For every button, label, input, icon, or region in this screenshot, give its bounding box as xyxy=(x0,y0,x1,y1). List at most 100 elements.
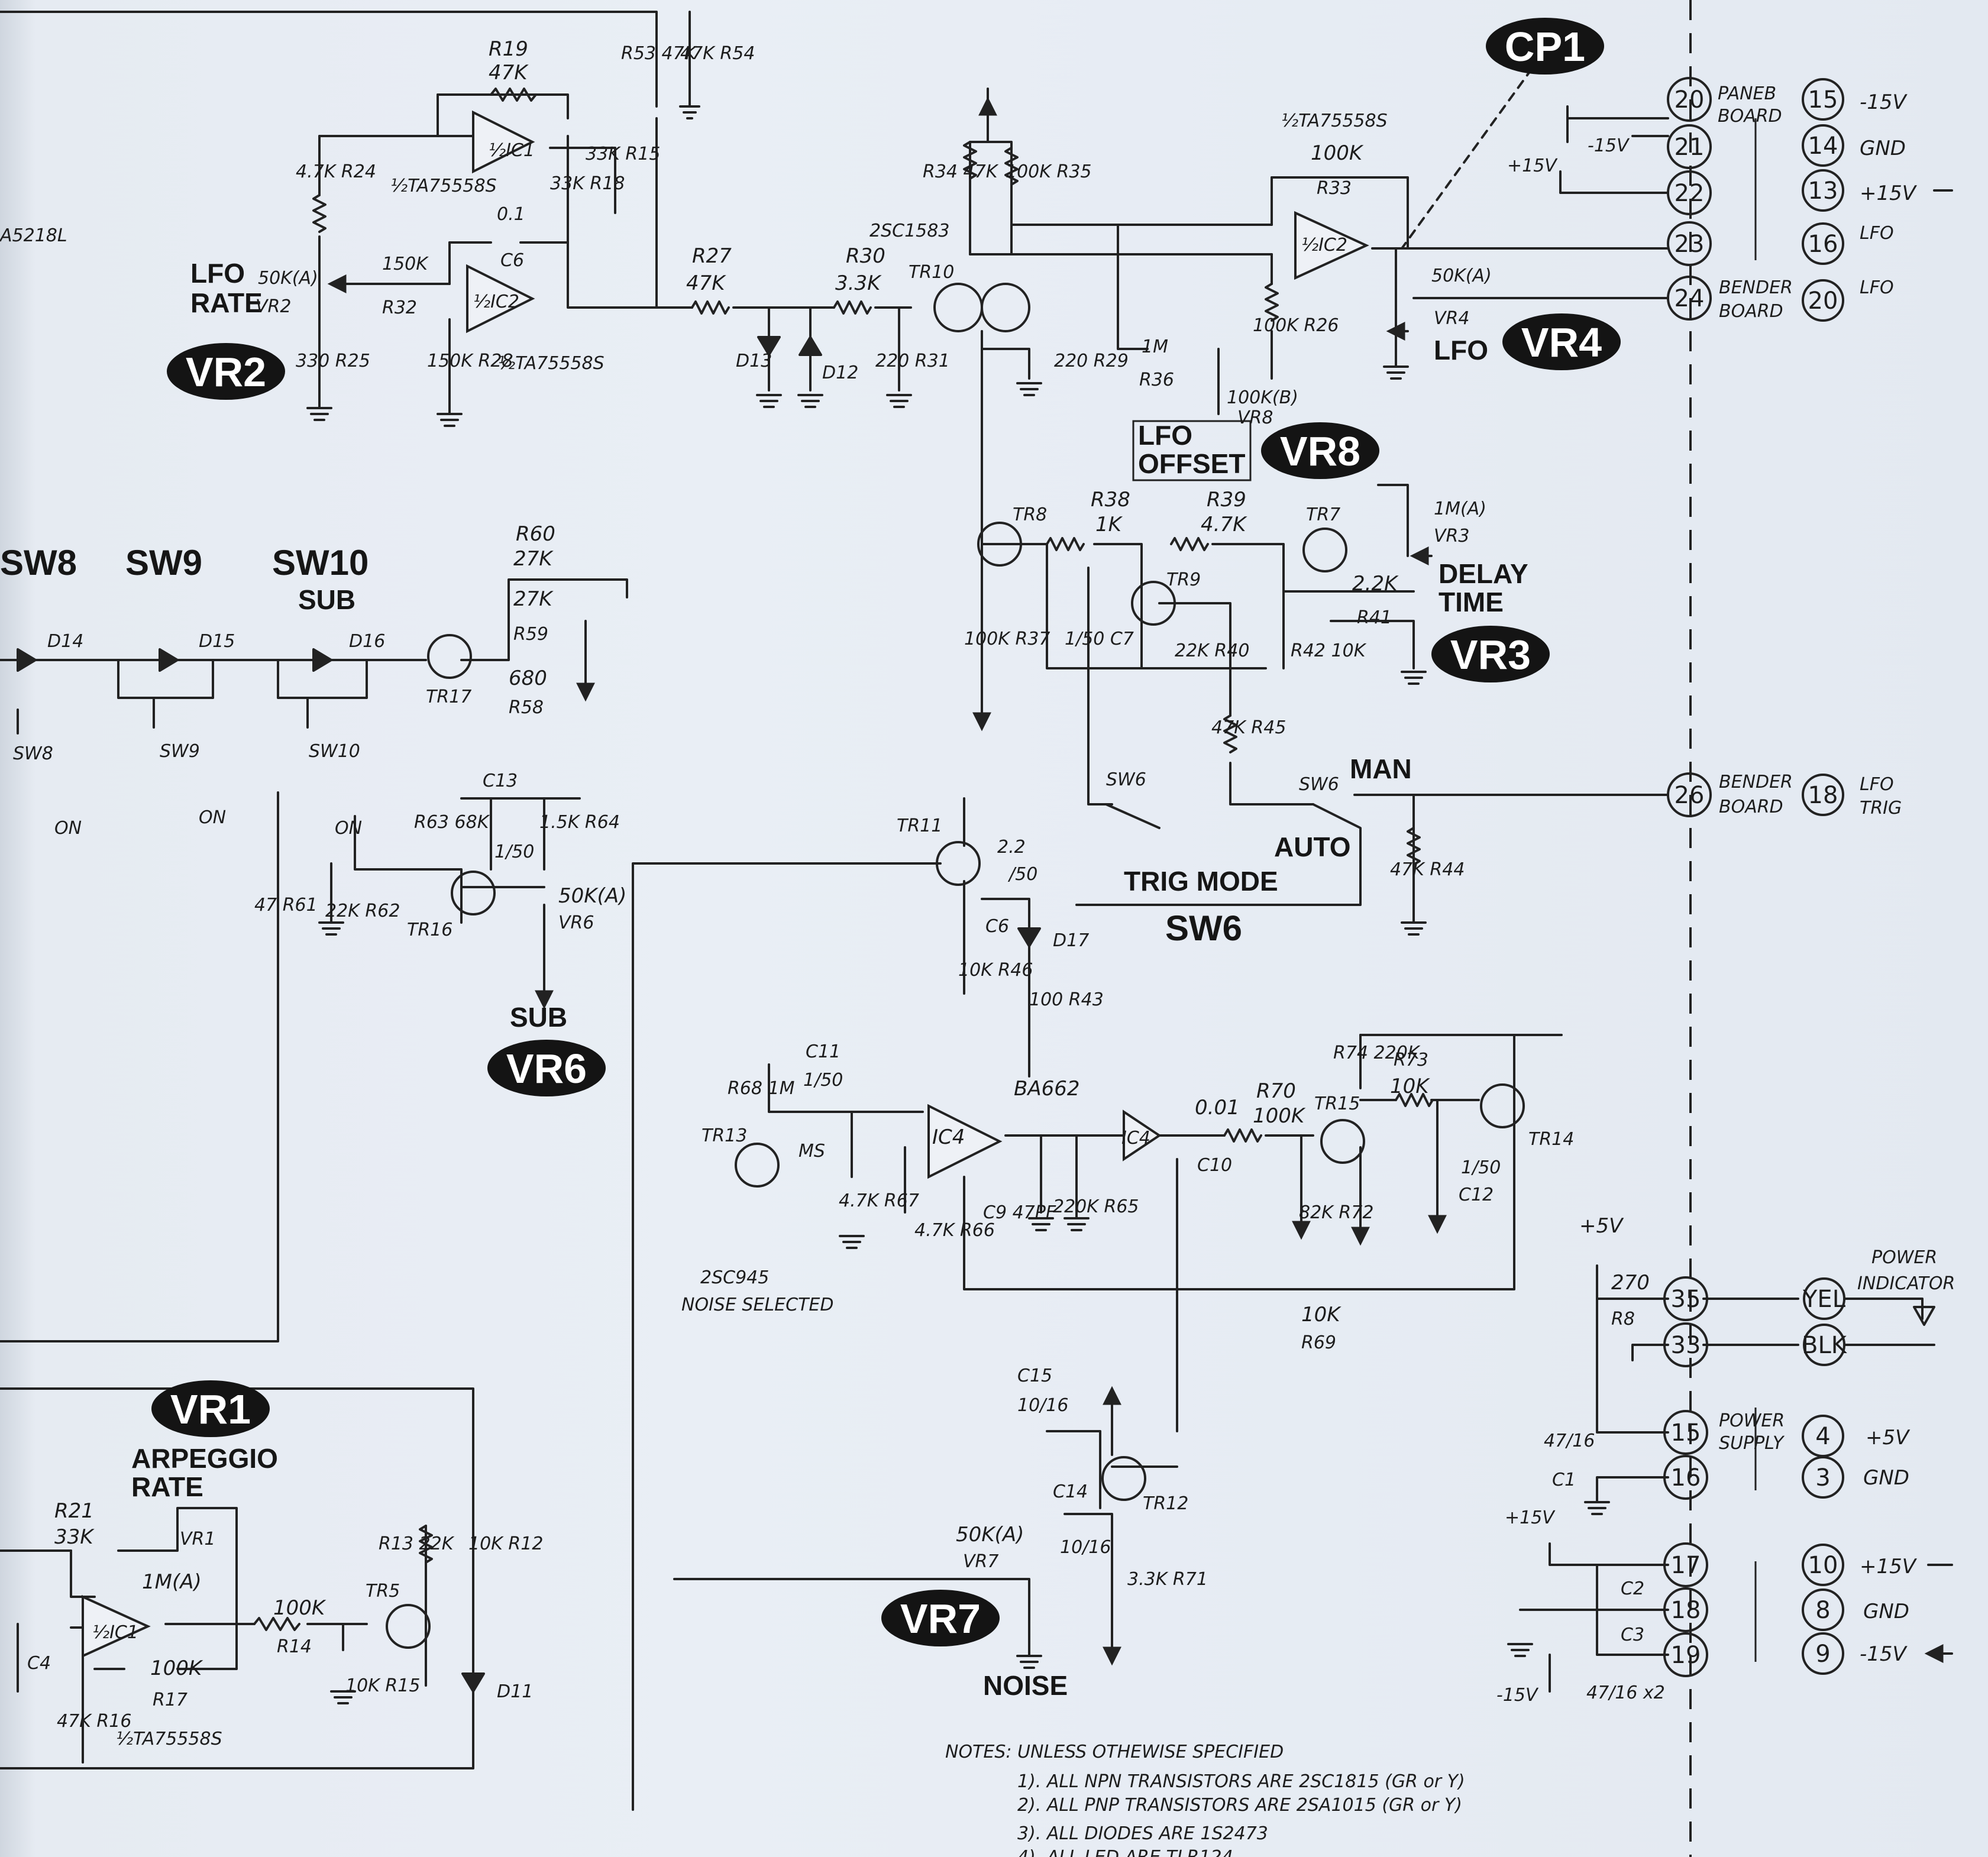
label-r36: 1M xyxy=(1142,337,1168,357)
label-r58n: R58 xyxy=(509,697,544,718)
callout-vr6-bubble xyxy=(487,1040,606,1096)
pin-s14: 14 xyxy=(1808,132,1838,160)
label-r8n: R8 xyxy=(1611,1309,1635,1329)
label-c1n: C1 xyxy=(1552,1470,1576,1490)
label-ic1a: ½IC1 xyxy=(489,140,535,161)
label-c12n: C12 xyxy=(1459,1185,1494,1205)
pin-s15: 15 xyxy=(1808,86,1838,114)
pin-p22: 22 xyxy=(1675,180,1705,207)
pin-p22-ring xyxy=(1667,170,1712,215)
label-tr14: TR14 xyxy=(1528,1129,1574,1150)
label-sub-sw10: SUB xyxy=(298,584,355,615)
label-r17: 100K xyxy=(150,1657,203,1680)
label-vr3n: VR3 xyxy=(1434,526,1469,546)
label-lfo-rate-1: LFO xyxy=(190,258,245,289)
label-r63: R63 68K xyxy=(414,812,490,833)
label-c6an: C6 xyxy=(500,250,524,271)
pin-s15-ring xyxy=(1802,78,1844,121)
label-c4: C4 xyxy=(27,1653,51,1674)
label-ic2b-ta: ½TA75558S xyxy=(1281,111,1388,131)
callout-vr8-bubble xyxy=(1261,422,1379,479)
callout-vr6: VR6 xyxy=(506,1046,587,1092)
label-c14v: 10/16 xyxy=(1060,1537,1111,1558)
label-on-8: ON xyxy=(54,818,82,839)
label-on-10: ON xyxy=(335,818,362,839)
label-c3: C3 xyxy=(1621,1625,1644,1645)
label-r60: R60 xyxy=(516,522,555,546)
label-tr13-t: 2SC945 xyxy=(700,1267,769,1288)
label-r15: 33K R15 xyxy=(586,144,660,164)
label-d14: D14 xyxy=(47,631,83,652)
label-r74: R74 220K xyxy=(1333,1043,1421,1063)
label-r37: 100K R37 xyxy=(964,629,1050,649)
label-s-18: LFO xyxy=(1860,774,1894,795)
label-tr8: TR8 xyxy=(1013,504,1047,525)
label-r34: R34 47K xyxy=(923,161,999,182)
label-noise: NOISE xyxy=(983,1670,1068,1701)
label-r12: 10K R12 xyxy=(468,1534,543,1554)
label-r33n: R33 xyxy=(1317,178,1352,199)
label-r59: 27K xyxy=(513,587,554,611)
callout-vr7-bubble xyxy=(881,1590,1000,1646)
pin-s10: 10 xyxy=(1808,1552,1838,1579)
label-ic2-ta: ½TA75558S xyxy=(498,353,605,374)
label-psu-1: POWER xyxy=(1719,1410,1785,1431)
pin-s8: 8 xyxy=(1815,1597,1830,1624)
label-r53: R53 47K xyxy=(621,43,697,64)
callout-vr8: VR8 xyxy=(1280,428,1360,474)
callout-cp1: CP1 xyxy=(1505,24,1585,70)
pin-p21-ring xyxy=(1667,124,1712,169)
label-vr7n: VR7 xyxy=(963,1551,998,1572)
label-r64: 1.5K R64 xyxy=(539,812,620,833)
label-p5v: +5V xyxy=(1579,1214,1624,1238)
label-d12: D12 xyxy=(822,363,858,383)
label-r27: R27 xyxy=(692,244,732,268)
label-r60v: 27K xyxy=(513,547,554,571)
pin-s3: 3 xyxy=(1815,1464,1830,1492)
label-d16: D16 xyxy=(349,631,385,652)
component-symbols xyxy=(17,88,1935,1704)
label-vr2v: 50K(A) xyxy=(258,268,318,289)
label-sw9: SW9 xyxy=(125,543,202,583)
label-d17: D17 xyxy=(1053,930,1089,951)
label-r17n: R17 xyxy=(153,1690,188,1710)
label-r73v: 10K xyxy=(1390,1075,1430,1098)
pin-s16: 16 xyxy=(1808,231,1838,258)
label-r38v: 1K xyxy=(1095,513,1123,536)
label-vr1n: VR1 xyxy=(180,1529,215,1549)
label-sw10: SW10 xyxy=(272,543,368,583)
label-tr17: TR17 xyxy=(426,687,471,707)
label-r19: R19 xyxy=(489,37,528,61)
label-s-15m: -15V xyxy=(1860,90,1908,114)
connector-pins: 2021222324263533151617181915141316201843… xyxy=(1663,77,1848,1677)
label-r59n: R59 xyxy=(513,624,548,645)
label-r69: 10K xyxy=(1301,1303,1342,1327)
label-m15v: -15V xyxy=(1588,135,1630,156)
pin-p24-ring xyxy=(1667,276,1712,321)
label-tr10: TR10 xyxy=(909,262,954,283)
label-r29: 220 R29 xyxy=(1054,351,1129,371)
label-ic1b: ½IC1 xyxy=(92,1622,138,1643)
label-tr5: TR5 xyxy=(366,1581,400,1602)
label-sub-vr6: SUB xyxy=(510,1002,567,1033)
label-c2: C2 xyxy=(1621,1578,1644,1599)
label-s-14: GND xyxy=(1860,137,1906,160)
label-vr4n: VR4 xyxy=(1434,308,1469,329)
pin-yel: YEL xyxy=(1802,1286,1846,1313)
label-c7: 1/50 C7 xyxy=(1065,629,1134,649)
label-vr8v: 100K(B) xyxy=(1227,387,1298,408)
label-r42: R42 10K xyxy=(1291,640,1367,661)
label-ic1-ta: ½TA75558S xyxy=(390,176,497,196)
label-ic-left: A5218L xyxy=(0,225,67,246)
pin-p20-ring xyxy=(1667,77,1712,122)
callout-vr2-bubble xyxy=(167,343,285,400)
label-delay-1: DELAY xyxy=(1439,558,1528,589)
label-s-3: GND xyxy=(1863,1466,1909,1490)
label-r35: 100K R35 xyxy=(1006,161,1092,182)
label-c6a: 0.1 xyxy=(497,204,525,225)
pin-s16-ring xyxy=(1802,222,1844,265)
pin-s9-ring xyxy=(1802,1632,1844,1675)
label-r14: 100K xyxy=(273,1596,327,1620)
pin-p16-ring xyxy=(1663,1455,1708,1500)
